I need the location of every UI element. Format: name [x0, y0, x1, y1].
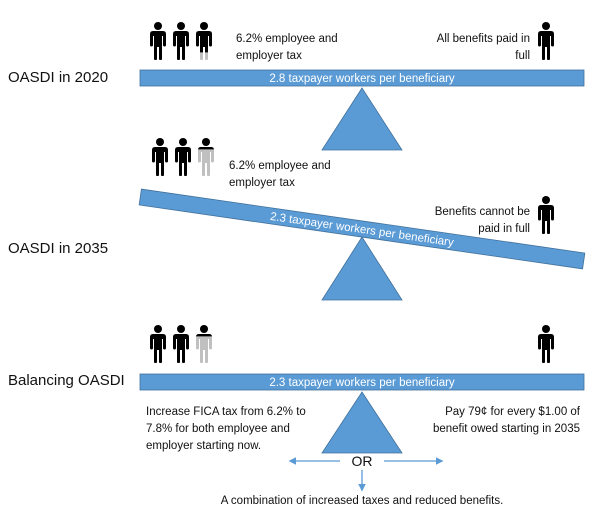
fulcrum	[321, 87, 403, 151]
person-icon	[538, 325, 554, 363]
worker-group	[150, 325, 212, 363]
person-icon	[152, 138, 168, 176]
fulcrum	[321, 236, 403, 301]
bottom-caption: A combination of increased taxes and red…	[220, 495, 504, 507]
caption-line: Benefits cannot be	[434, 206, 530, 218]
right-caption: Pay 79¢ for every $1.00 of benefit owed …	[400, 404, 580, 438]
person-icon	[173, 325, 189, 363]
caption-line: employer tax	[229, 177, 295, 189]
caption-line: Pay 79¢ for every $1.00 of	[445, 406, 580, 418]
scene-balancing: 2.3 taxpayer workers per beneficiary	[139, 325, 585, 492]
person-icon	[150, 325, 166, 363]
row-title: OASDI in 2020	[8, 69, 109, 86]
person-icon	[150, 22, 166, 60]
right-caption: Benefits cannot be paid in full	[404, 204, 530, 238]
person-icon	[196, 22, 212, 60]
row-title: Balancing OASDI	[8, 372, 125, 389]
caption-line: paid in full	[478, 223, 530, 235]
caption-line: All benefits paid in	[436, 33, 530, 45]
caption-line: employer tax	[236, 50, 302, 62]
row-title: OASDI in 2035	[8, 240, 109, 257]
person-icon	[198, 138, 214, 176]
beam-label: 2.8 taxpayer workers per beneficiary	[269, 73, 455, 85]
beam-label: 2.3 taxpayer workers per beneficiary	[269, 377, 455, 389]
or-label: OR	[351, 453, 373, 469]
beam: 2.8 taxpayer workers per beneficiary	[139, 69, 585, 87]
caption-line: employer starting now.	[146, 440, 262, 452]
right-caption: All benefits paid in full	[404, 31, 530, 65]
caption-line: 6.2% employee and	[236, 33, 338, 45]
person-icon	[175, 138, 191, 176]
beam: 2.3 taxpayer workers per beneficiary	[139, 373, 585, 391]
caption-line: Increase FICA tax from 6.2% to	[146, 406, 306, 418]
caption-line: 7.8% for both employee and	[146, 423, 290, 435]
person-icon	[173, 22, 189, 60]
scene-2020: 2.8 taxpayer workers per beneficiary	[139, 22, 585, 151]
left-caption: Increase FICA tax from 6.2% to 7.8% for …	[146, 404, 306, 455]
person-icon	[538, 196, 554, 234]
worker-group	[152, 138, 214, 176]
left-caption: 6.2% employee and employer tax	[229, 158, 331, 192]
caption-line: benefit owed starting in 2035	[432, 423, 580, 435]
person-icon	[196, 325, 212, 363]
worker-group	[150, 22, 212, 60]
person-icon	[538, 22, 554, 60]
fulcrum	[321, 391, 403, 454]
caption-line: full	[515, 50, 530, 62]
caption-line: 6.2% employee and	[229, 160, 331, 172]
left-caption: 6.2% employee and employer tax	[236, 31, 338, 65]
